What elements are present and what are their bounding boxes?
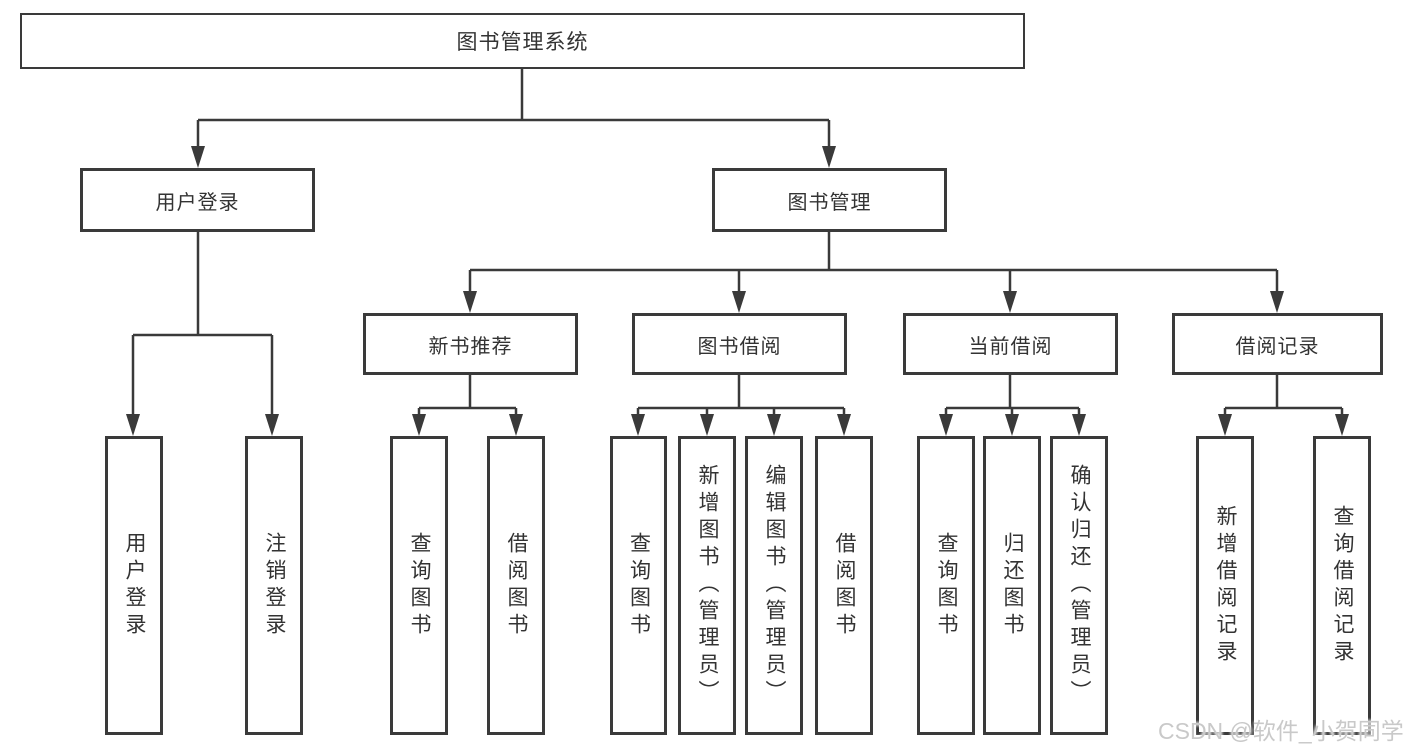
node-book-borrowing: 图书借阅 (632, 313, 847, 375)
node-borrowing-records: 借阅记录 (1172, 313, 1383, 375)
leaf-query-books-recommend: 查询图书 (390, 436, 448, 735)
leaf-user-login: 用户登录 (105, 436, 163, 735)
node-book-management: 图书管理 (712, 168, 947, 232)
leaf-borrow-books-borrowing: 借阅图书 (815, 436, 873, 735)
leaf-add-borrow-record: 新增借阅记录 (1196, 436, 1254, 735)
leaf-logout: 注销登录 (245, 436, 303, 735)
leaf-query-books-borrowing: 查询图书 (610, 436, 667, 735)
node-root: 图书管理系统 (20, 13, 1025, 69)
node-current-borrowing: 当前借阅 (903, 313, 1118, 375)
leaf-return-book: 归还图书 (983, 436, 1041, 735)
leaf-add-book-admin: 新增图书（管理员） (678, 436, 736, 735)
leaf-borrow-books-recommend: 借阅图书 (487, 436, 545, 735)
node-new-book-recommend: 新书推荐 (363, 313, 578, 375)
leaf-confirm-return-admin: 确认归还（管理员） (1050, 436, 1108, 735)
leaf-query-borrow-record: 查询借阅记录 (1313, 436, 1371, 735)
csdn-watermark: CSDN @软件_小贺同学 (1158, 718, 1404, 744)
leaf-query-books-current: 查询图书 (917, 436, 975, 735)
leaf-edit-book-admin: 编辑图书（管理员） (745, 436, 803, 735)
node-user-login: 用户登录 (80, 168, 315, 232)
